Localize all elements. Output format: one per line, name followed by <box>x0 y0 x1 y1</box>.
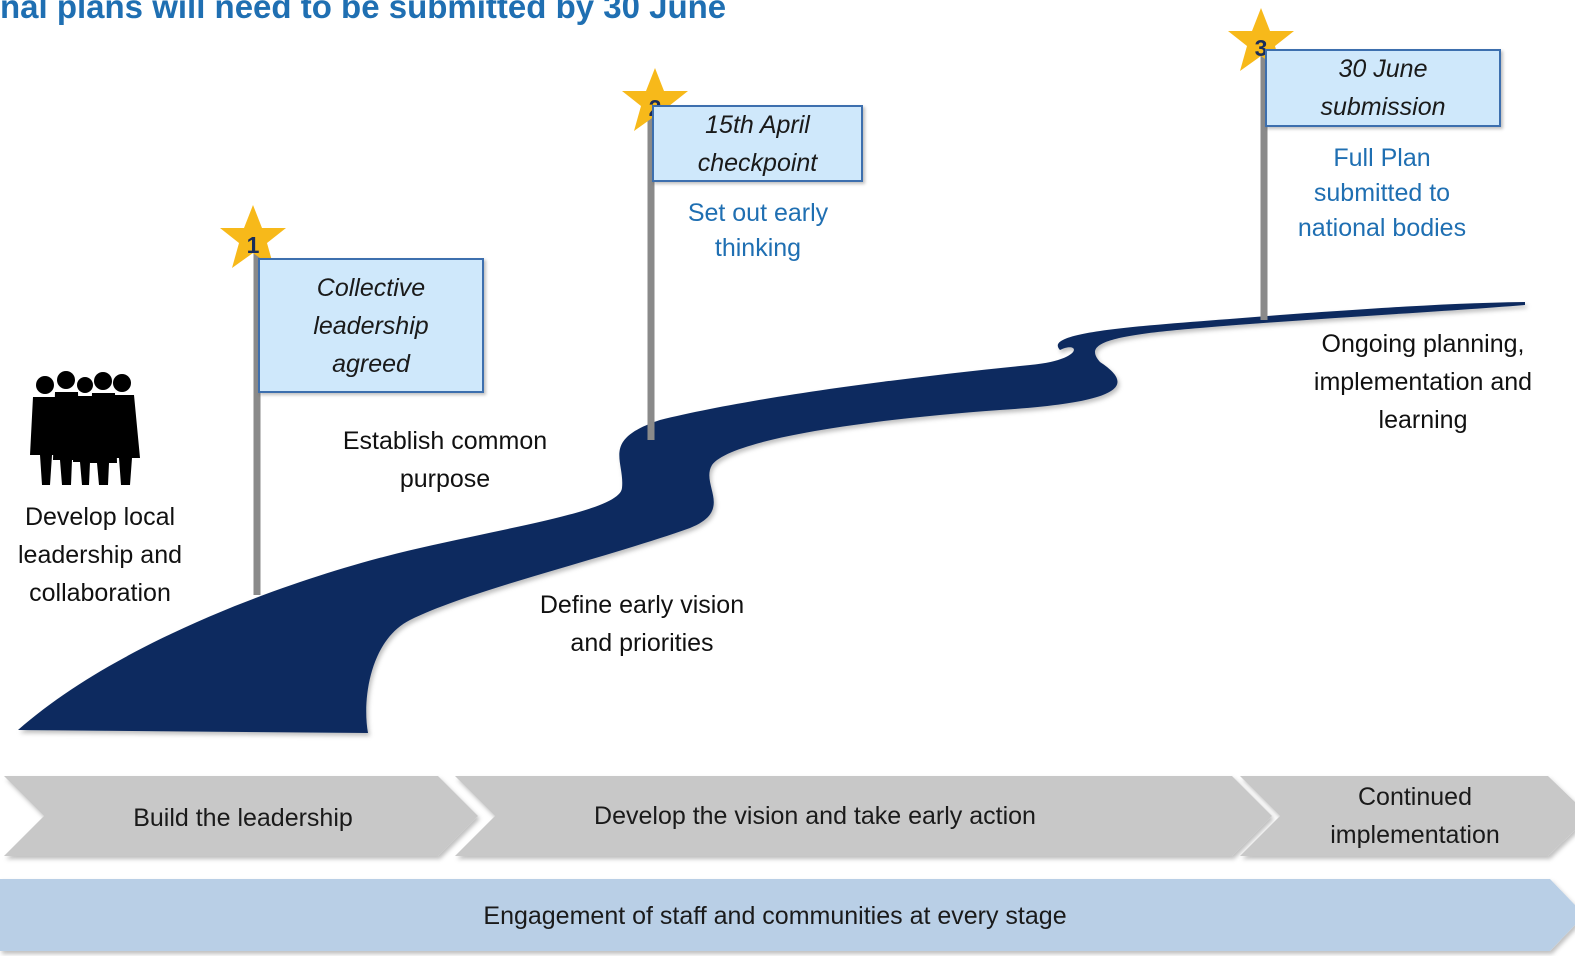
milestone-1-flag: Collective leadership agreed <box>258 258 484 393</box>
develop-line-1: Develop local <box>24 503 176 531</box>
flag-1-line-3: agreed <box>332 349 410 378</box>
milestone-star-1-icon: 1 <box>220 205 286 268</box>
note-3-line-2: submitted to <box>1313 179 1451 207</box>
milestone-2-note: Set out early thinking <box>660 196 856 266</box>
ongoing-line-1: Ongoing planning, <box>1321 330 1525 358</box>
establish-line-1: Establish common <box>342 427 548 455</box>
develop-line-3: collaboration <box>29 579 171 607</box>
note-3-line-3: national bodies <box>1297 214 1467 242</box>
flag-2-line-1: 15th April <box>705 110 810 139</box>
define-line-1: Define early vision <box>539 591 745 619</box>
step-establish-text: Establish common purpose <box>320 422 570 498</box>
milestone-2-flag: 15th April checkpoint <box>652 105 863 182</box>
step-ongoing-text: Ongoing planning, implementation and lea… <box>1288 325 1558 439</box>
stage-continued-chevron <box>1240 776 1575 856</box>
milestone-1-number: 1 <box>247 232 260 258</box>
milestone-3-number: 3 <box>1255 35 1268 61</box>
flag-3-line-2: submission <box>1320 93 1446 121</box>
engagement-bar <box>0 879 1575 951</box>
note-3-line-1: Full Plan <box>1333 144 1431 172</box>
ongoing-line-2: implementation and <box>1313 368 1533 396</box>
step-develop-text: Develop local leadership and collaborati… <box>0 498 200 612</box>
establish-line-2: purpose <box>399 465 491 493</box>
develop-line-2: leadership and <box>17 541 182 569</box>
engagement-label: Engagement of staff and communities at e… <box>483 902 1067 930</box>
milestone-3-flag: 30 June submission <box>1265 49 1501 127</box>
define-line-2: and priorities <box>570 629 714 657</box>
stage-continued-line-1: Continued <box>1358 783 1472 811</box>
stage-develop-chevron <box>455 776 1272 856</box>
stage-build-label: Build the leadership <box>133 804 353 832</box>
ongoing-line-3: learning <box>1378 406 1468 434</box>
stage-build-chevron <box>4 776 478 856</box>
flag-3-line-1: 30 June <box>1338 55 1428 83</box>
milestone-3-note: Full Plan submitted to national bodies <box>1280 141 1484 246</box>
step-define-text: Define early vision and priorities <box>512 586 772 662</box>
page-title: nal plans will need to be submitted by 3… <box>0 0 727 25</box>
stage-develop-label: Develop the vision and take early action <box>594 802 1036 830</box>
flag-2-line-2: checkpoint <box>697 148 818 177</box>
flag-1-line-1: Collective <box>316 273 426 302</box>
flag-1-line-2: leadership <box>313 311 429 340</box>
note-2-line-1: Set out early <box>687 199 829 227</box>
people-group-icon <box>30 371 140 485</box>
stage-continued-line-2: implementation <box>1330 821 1500 849</box>
stage-continued-label: Continued implementation <box>1290 778 1540 854</box>
note-2-line-2: thinking <box>714 234 802 262</box>
road-path <box>18 302 1525 733</box>
